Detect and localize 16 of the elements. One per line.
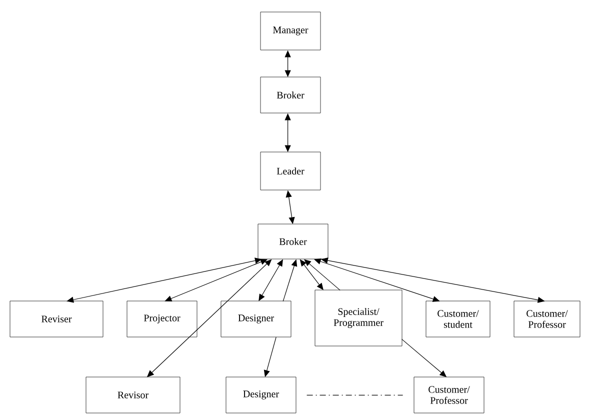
process-box: Designer xyxy=(226,376,296,414)
process-box: Projector xyxy=(126,300,198,338)
arrow xyxy=(66,258,262,303)
process-box: Customer/ student xyxy=(426,300,490,338)
process-box: Revisor xyxy=(86,376,180,414)
process-box: Designer xyxy=(220,300,292,338)
process-box: Customer/ Professor xyxy=(514,300,580,338)
process-box: Customer/ Professor xyxy=(414,376,484,414)
process-box: Leader xyxy=(260,152,321,190)
process-box: Broker xyxy=(258,224,328,260)
process-box: Broker xyxy=(260,76,321,114)
arrow xyxy=(304,259,340,290)
dash-dot-line xyxy=(306,394,404,396)
process-box: Manager xyxy=(260,12,321,50)
process-box: Reviser xyxy=(10,300,104,338)
process-box: Specialist/ Programmer xyxy=(314,290,402,346)
